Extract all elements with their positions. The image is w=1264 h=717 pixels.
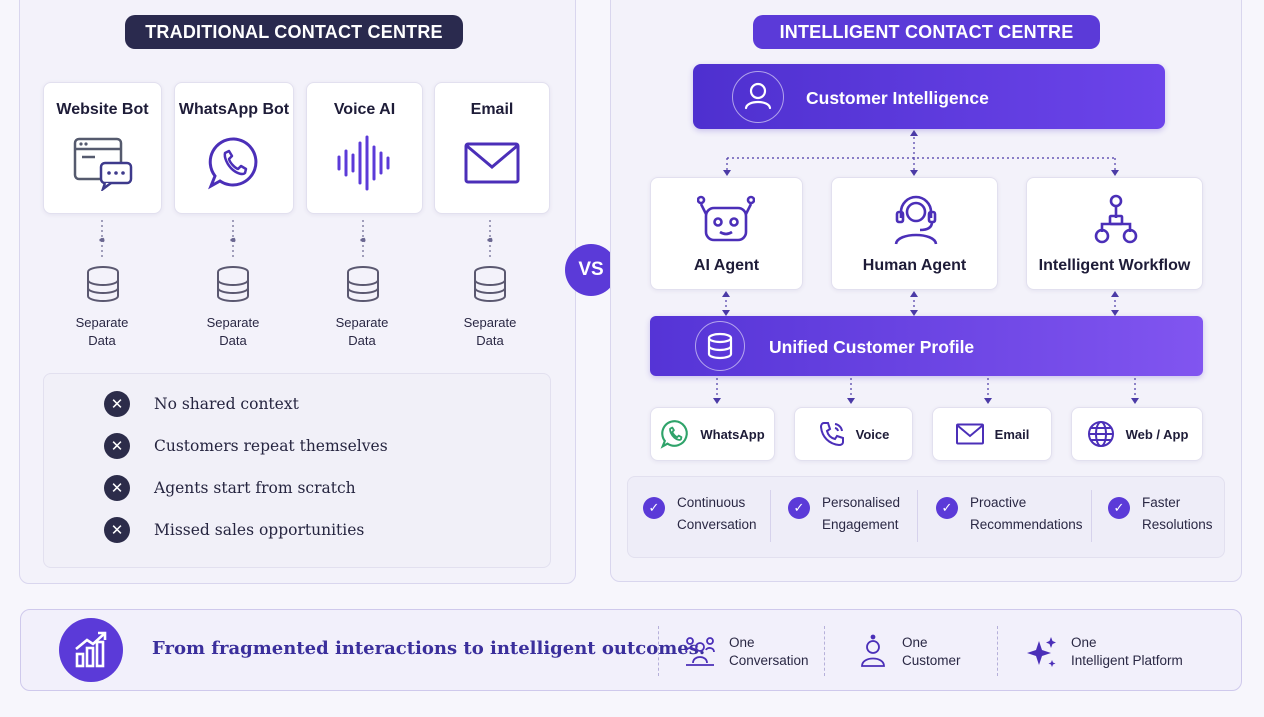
email-icon: [463, 135, 521, 191]
human-agent-label: Human Agent: [862, 257, 967, 274]
issue-item: ✕Missed sales opportunities: [104, 517, 364, 543]
footer-tagline: From fragmented interactions to intellig…: [152, 638, 706, 659]
channel-card-whatsapp-bot: WhatsApp Bot: [174, 82, 294, 214]
sparkle-icon: [1027, 637, 1056, 667]
issue-item: ✕Agents start from scratch: [104, 475, 356, 501]
check-icon: ✓: [788, 497, 810, 519]
whatsapp-icon: [206, 135, 262, 191]
profile-channel-connectors: [713, 378, 1139, 404]
intelligent-title: INTELLIGENT CONTACT CENTRE: [753, 15, 1100, 49]
divider: [770, 490, 771, 542]
headset-icon: [888, 192, 944, 246]
phone-icon: [819, 422, 844, 447]
close-icon: ✕: [104, 391, 130, 417]
voice-waveform-icon: [335, 135, 395, 191]
channel-card-email: Email: [434, 82, 550, 214]
email-icon: [955, 423, 984, 445]
database-icon: [86, 266, 120, 302]
whatsapp-icon: [660, 420, 689, 449]
ai-agent-label: AI Agent: [693, 257, 760, 274]
database-icon: [695, 321, 745, 371]
customer-intelligence-label: Customer Intelligence: [806, 88, 989, 108]
channel-web-app: Web / App: [1071, 407, 1203, 461]
channel-label: Website Bot: [56, 101, 149, 118]
benefits-strip: [627, 476, 1225, 558]
intelligence-connectors: [723, 130, 1119, 176]
database-icon: [346, 266, 380, 302]
workflow-icon: [1089, 192, 1143, 246]
divider: [824, 626, 825, 676]
channel-card-voice-ai: Voice AI: [306, 82, 423, 214]
traditional-title: TRADITIONAL CONTACT CENTRE: [125, 15, 463, 49]
customer-intelligence-bar: Customer Intelligence: [693, 64, 1165, 129]
channel-label: Voice AI: [333, 101, 396, 118]
channel-voice: Voice: [794, 407, 913, 461]
ai-agent-card: AI Agent: [650, 177, 803, 290]
check-icon: ✓: [643, 497, 665, 519]
unified-profile-bar: Unified Customer Profile: [650, 316, 1203, 376]
divider: [917, 490, 918, 542]
channel-card-website-bot: Website Bot: [43, 82, 162, 214]
website-chat-icon: [73, 135, 133, 191]
human-agent-card: Human Agent: [831, 177, 998, 290]
person-icon: [861, 634, 885, 667]
database-icon: [473, 266, 507, 302]
channel-label: WhatsApp Bot: [178, 101, 290, 118]
intelligent-workflow-label: Intelligent Workflow: [1038, 257, 1191, 274]
channel-data-connectors: [99, 220, 493, 258]
intelligent-workflow-card: Intelligent Workflow: [1026, 177, 1203, 290]
divider: [658, 626, 659, 676]
robot-icon: [697, 192, 755, 246]
user-icon: [732, 71, 784, 123]
globe-icon: [1087, 421, 1114, 447]
unified-profile-label: Unified Customer Profile: [769, 337, 975, 357]
people-group-icon: [685, 637, 715, 666]
agent-profile-connectors: [722, 291, 1119, 316]
divider: [997, 626, 998, 676]
database-icon: [216, 266, 250, 302]
channel-email: Email: [932, 407, 1052, 461]
channel-whatsapp: WhatsApp: [650, 407, 775, 461]
growth-chart-icon: [59, 618, 123, 682]
channel-label: Email: [470, 101, 514, 118]
issue-item: ✕Customers repeat themselves: [104, 433, 388, 459]
vs-badge: VS: [565, 244, 617, 296]
check-icon: ✓: [1108, 497, 1130, 519]
divider: [1091, 490, 1092, 542]
close-icon: ✕: [104, 433, 130, 459]
check-icon: ✓: [936, 497, 958, 519]
close-icon: ✕: [104, 475, 130, 501]
issue-item: ✕No shared context: [104, 391, 299, 417]
close-icon: ✕: [104, 517, 130, 543]
